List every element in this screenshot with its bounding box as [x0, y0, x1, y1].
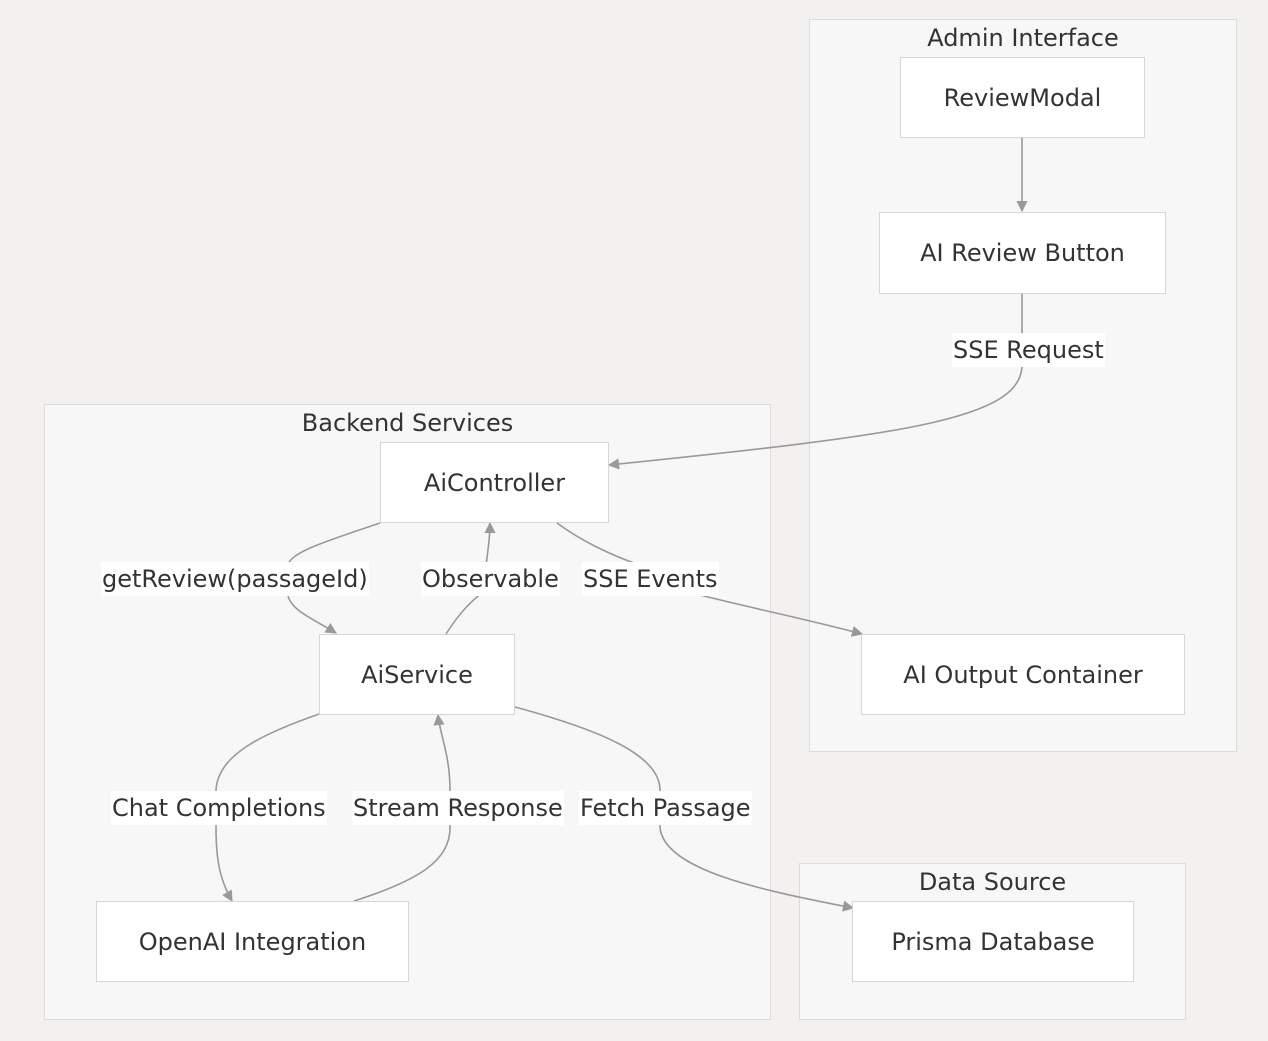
backend-services-title: Backend Services	[301, 409, 514, 437]
ai-review-button-node: AI Review Button	[879, 212, 1166, 294]
edge-label-sse-events: SSE Events	[582, 562, 719, 596]
edge-label-stream-response: Stream Response	[352, 791, 564, 825]
admin-interface-group: Admin Interface	[809, 19, 1237, 752]
admin-interface-title: Admin Interface	[927, 24, 1119, 52]
edge-sse-request	[607, 294, 1023, 470]
ai-controller-node: AiController	[380, 442, 609, 523]
ai-service-node: AiService	[319, 634, 515, 715]
edge-label-sse-request: SSE Request	[952, 333, 1105, 367]
data-source-title: Data Source	[918, 868, 1067, 896]
edge-fetch-passage	[514, 706, 855, 912]
edge-label-chat-completions: Chat Completions	[111, 791, 327, 825]
ai-output-container-node: AI Output Container	[861, 634, 1185, 715]
prisma-database-node: Prisma Database	[852, 901, 1134, 982]
edge-label-get-review: getReview(passageId)	[101, 562, 369, 596]
edge-chat-completions	[215, 713, 320, 902]
edge-stream-response	[353, 713, 451, 902]
edge-label-fetch-passage: Fetch Passage	[579, 791, 752, 825]
review-modal-node: ReviewModal	[900, 57, 1145, 138]
openai-integration-node: OpenAI Integration	[96, 901, 409, 982]
edge-label-observable: Observable	[421, 562, 560, 596]
